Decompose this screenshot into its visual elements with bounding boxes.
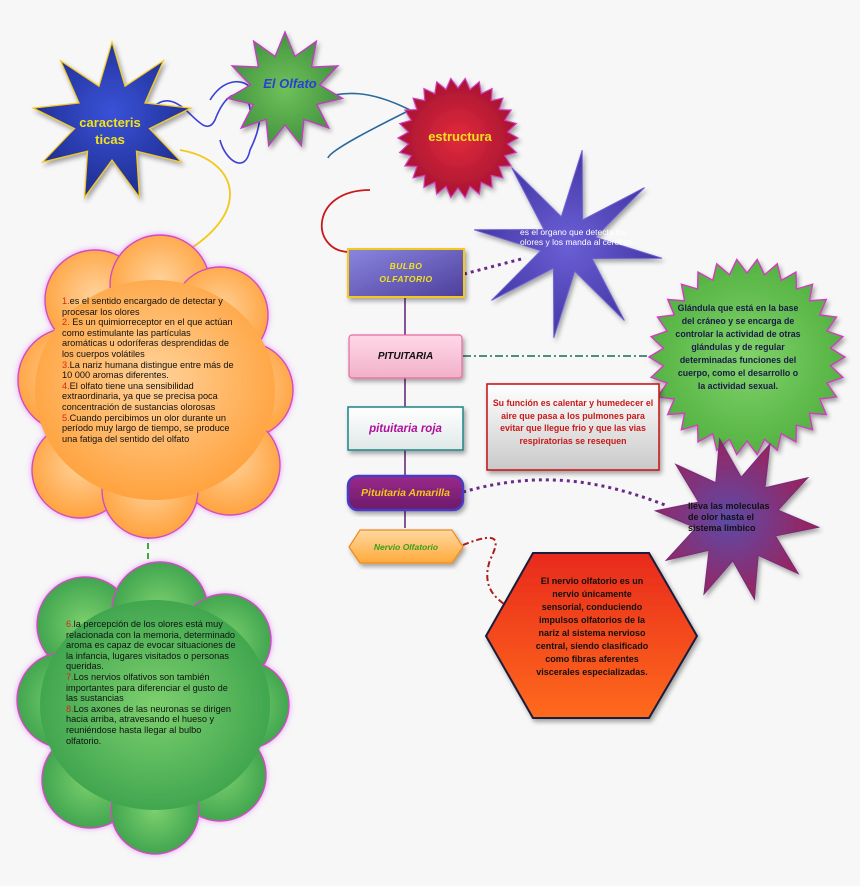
characteristic-text: La nariz humana distingue entre más de 1… <box>62 359 234 381</box>
roja-description-box <box>486 383 660 471</box>
bulbo-description-text: es el organo que detecta los olores y lo… <box>520 227 632 247</box>
bulbo-olfatorio-label[interactable]: BULBO OLFATORIO <box>379 261 433 284</box>
characteristic-number: 2. <box>62 317 70 328</box>
bulbo-description-star <box>473 149 663 339</box>
characteristics-cloud-2 <box>16 561 290 855</box>
characteristic-text: Es un quimiorreceptor en el que actúan c… <box>62 317 233 359</box>
connector-olfato-estructura <box>314 92 412 159</box>
pituitaria-box[interactable] <box>348 334 463 379</box>
pituitaria-roja-label[interactable]: pituitaria roja <box>369 422 442 435</box>
connector-bulbo-desc <box>463 256 526 276</box>
characteristic-number: 6. <box>66 619 74 629</box>
characteristic-item: 3.La nariz humana distingue entre más de… <box>62 360 234 381</box>
characteristic-text: la percepción de los olores está muy rel… <box>66 619 236 672</box>
nervio-olfatorio-label[interactable]: Nervio Olfatorio <box>373 541 439 552</box>
characteristic-text: El olfato tiene una sensibilidad extraor… <box>62 380 218 412</box>
characteristic-text: Los axones de las neuronas se dirigen ha… <box>66 703 231 746</box>
pituitaria-roja-box[interactable] <box>347 406 464 451</box>
connector-estructura-bulbo <box>320 189 371 253</box>
el-olfato-star[interactable] <box>225 30 345 148</box>
nervio-description-text: El nervio olfatorio es un nervio únicame… <box>535 576 649 677</box>
pituitaria-description-burst <box>647 258 847 456</box>
characteristic-item: 7.Los nervios olfativos son también impo… <box>66 672 238 704</box>
connector-nervio-desc <box>462 536 506 606</box>
pituitaria-amarilla-label[interactable]: Pituitaria Amarilla <box>361 487 450 499</box>
characteristic-item: 1.es el sentido encargado de detectar y … <box>62 296 234 317</box>
pituitaria-label[interactable]: PITUITARIA <box>377 351 434 362</box>
bulbo-olfatorio-box[interactable] <box>347 248 465 298</box>
characteristic-number: 5. <box>62 412 70 423</box>
nervio-olfatorio-box[interactable] <box>348 529 464 564</box>
characteristic-item: 6.la percepción de los olores está muy r… <box>66 619 238 672</box>
connector-amarilla-desc <box>462 478 666 507</box>
characteristic-item: 4.El olfato tiene una sensibilidad extra… <box>62 381 234 413</box>
characteristic-item: 2. Es un quimiorreceptor en el que actúa… <box>62 317 234 359</box>
pituitaria-amarilla-box[interactable] <box>346 474 465 512</box>
characteristic-number: 1. <box>62 296 70 306</box>
estructura-label[interactable]: estructura <box>428 129 492 144</box>
caracteristicas-star[interactable] <box>31 39 193 200</box>
characteristic-number: 4. <box>62 380 70 391</box>
characteristic-text: es el sentido encargado de detectar y pr… <box>62 296 223 317</box>
amarilla-description-star <box>653 437 821 601</box>
estructura-burst[interactable] <box>396 77 520 199</box>
roja-description-text: Su función es calentar y humedecer el ai… <box>492 398 654 446</box>
characteristic-item: 5.Cuando percibimos un olor durante un p… <box>62 413 234 445</box>
el-olfato-label[interactable]: El Olfato <box>263 76 317 91</box>
characteristic-text: Cuando percibimos un olor durante un per… <box>62 412 230 444</box>
characteristics-cloud-1 <box>17 234 294 539</box>
pituitaria-description-text: Glándula que está en la base del cráneo … <box>675 303 801 391</box>
amarilla-description-text: lleva las moleculas de olor hasta el sis… <box>688 501 770 533</box>
caracteristicas-label[interactable]: caracteris ticas <box>79 115 141 147</box>
characteristic-item: 8.Los axones de las neuronas se dirigen … <box>66 704 238 746</box>
characteristics-list-2: 6.la percepción de los olores está muy r… <box>66 619 238 746</box>
characteristic-number: 8. <box>66 703 74 714</box>
characteristic-number: 7. <box>66 671 74 682</box>
characteristic-text: Los nervios olfativos son también import… <box>66 671 228 704</box>
characteristics-list-1: 1.es el sentido encargado de detectar y … <box>62 296 234 444</box>
characteristic-number: 3. <box>62 359 70 370</box>
nervio-description-hexagon <box>484 552 699 719</box>
connector-olfato-loop <box>209 81 261 164</box>
